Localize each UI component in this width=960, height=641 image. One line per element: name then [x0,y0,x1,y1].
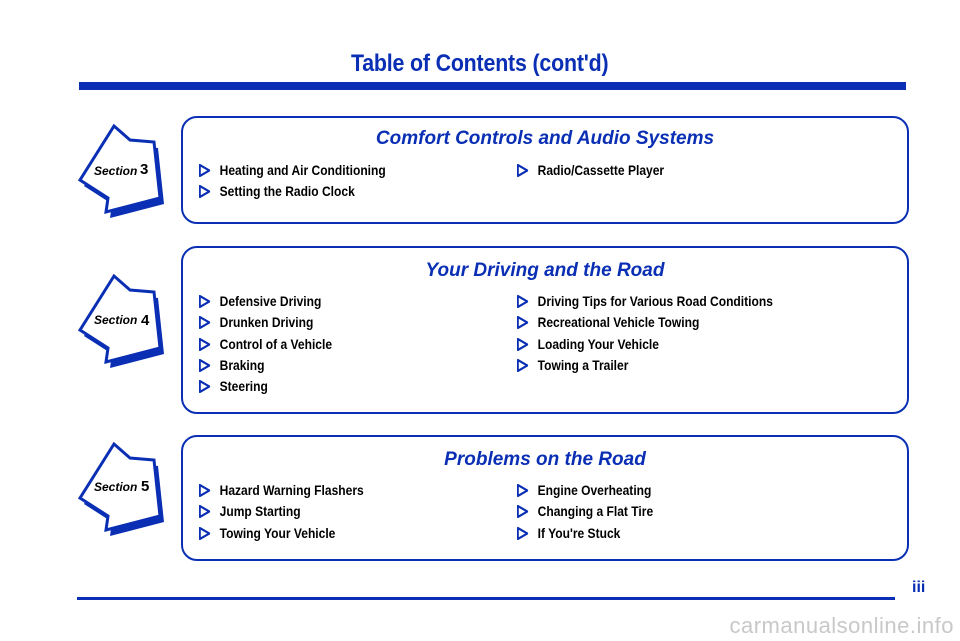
toc-item-label: Setting the Radio Clock [219,183,355,200]
section-heading: Comfort Controls and Audio Systems [375,128,715,149]
section-heading: Problems on the Road [444,449,646,470]
toc-item-drunken-driving[interactable]: Drunken Driving [199,312,332,333]
section-tab-5[interactable]: Section 5 [66,430,176,540]
toc-item-label: Control of a Vehicle [219,335,333,352]
toc-item-label: Driving Tips for Various Road Conditions [537,293,773,309]
toc-item-label: If You're Stuck [537,524,621,541]
section-tab-number: 5 [141,478,150,495]
footer-watermark: carmanualsonline.info [729,613,954,638]
triangle-bullet-icon [199,380,211,394]
toc-item-label: Defensive Driving [219,293,322,309]
triangle-bullet-icon [199,505,211,519]
toc-item-control-vehicle[interactable]: Control of a Vehicle [199,334,332,355]
title-rule [79,82,906,90]
triangle-bullet-icon [199,337,211,351]
page-title: Table of Contents (cont'd) [350,50,609,77]
section-box-driving-road: Your Driving and the Road Defensive Driv… [181,246,909,414]
triangle-bullet-icon [517,484,529,497]
triangle-bullet-icon [517,295,529,308]
toc-item-label: Recreational Vehicle Towing [537,314,700,331]
toc-item-flat-tire[interactable]: Changing a Flat Tire [517,501,653,522]
section-tab-number: 3 [140,161,149,178]
toc-item-heating-ac[interactable]: Heating and Air Conditioning [199,160,386,181]
triangle-bullet-icon [517,316,529,330]
toc-item-label: Changing a Flat Tire [537,503,654,520]
left-column: Heating and Air Conditioning Setting the… [199,160,416,203]
toc-item-radio-clock[interactable]: Setting the Radio Clock [199,181,386,202]
section-tab-number: 4 [141,312,150,329]
toc-item-label: Loading Your Vehicle [537,335,659,352]
toc-item-engine-overheating[interactable]: Engine Overheating [517,480,653,501]
footer-rule [77,597,895,600]
toc-item-jump-starting[interactable]: Jump Starting [199,501,364,522]
triangle-bullet-icon [517,337,529,351]
section-arrow-tab-icon [77,441,164,536]
left-column: Hazard Warning Flashers Jump Starting To… [199,480,391,544]
section-heading: Your Driving and the Road [425,260,665,281]
toc-item-label: Heating and Air Conditioning [219,162,386,178]
section-tab-label: Section [94,164,138,178]
toc-item-if-stuck[interactable]: If You're Stuck [517,523,653,544]
toc-item-label: Hazard Warning Flashers [219,482,364,498]
toc-item-rv-towing[interactable]: Recreational Vehicle Towing [517,312,773,333]
section-box-problems-road: Problems on the Road Hazard Warning Flas… [181,435,909,561]
toc-item-label: Towing a Trailer [537,356,629,373]
toc-item-label: Drunken Driving [219,314,314,331]
section-tab-4[interactable]: Section 4 [66,262,176,372]
toc-item-towing-vehicle[interactable]: Towing Your Vehicle [199,523,364,544]
toc-item-driving-tips[interactable]: Driving Tips for Various Road Conditions [517,291,773,312]
toc-item-towing-trailer[interactable]: Towing a Trailer [517,355,773,376]
page-number: iii [912,579,926,596]
toc-item-label: Radio/Cassette Player [537,162,665,178]
section-tab-label: Section [94,480,138,494]
toc-item-label: Steering [219,378,268,395]
toc-item-label: Towing Your Vehicle [219,524,336,541]
triangle-bullet-icon [199,358,211,372]
toc-item-label: Jump Starting [219,503,301,520]
toc-item-radio-cassette[interactable]: Radio/Cassette Player [517,160,664,181]
toc-item-steering[interactable]: Steering [199,376,332,397]
triangle-bullet-icon [199,316,211,330]
triangle-bullet-icon [199,164,211,177]
section-arrow-tab-icon [77,273,164,368]
triangle-bullet-icon [517,358,529,372]
triangle-bullet-icon [517,505,529,519]
toc-item-hazard-flashers[interactable]: Hazard Warning Flashers [199,480,364,501]
right-column: Driving Tips for Various Road Conditions… [517,291,815,376]
toc-item-braking[interactable]: Braking [199,355,332,376]
triangle-bullet-icon [517,526,529,540]
right-column: Radio/Cassette Player [517,160,688,181]
toc-item-label: Engine Overheating [537,482,652,498]
triangle-bullet-icon [199,526,211,540]
triangle-bullet-icon [517,164,529,177]
triangle-bullet-icon [199,185,211,199]
toc-item-loading-vehicle[interactable]: Loading Your Vehicle [517,334,773,355]
section-box-comfort-controls: Comfort Controls and Audio Systems Heati… [181,116,909,224]
section-arrow-tab-icon [77,123,164,218]
section-tab-label: Section [94,313,138,327]
section-tab-3[interactable]: Section 3 [66,112,176,222]
left-column: Defensive Driving Drunken Driving Contro… [199,291,354,397]
triangle-bullet-icon [199,484,211,497]
toc-item-defensive-driving[interactable]: Defensive Driving [199,291,332,312]
right-column: Engine Overheating Changing a Flat Tire … [517,480,675,544]
toc-item-label: Braking [219,356,265,373]
triangle-bullet-icon [199,295,211,308]
